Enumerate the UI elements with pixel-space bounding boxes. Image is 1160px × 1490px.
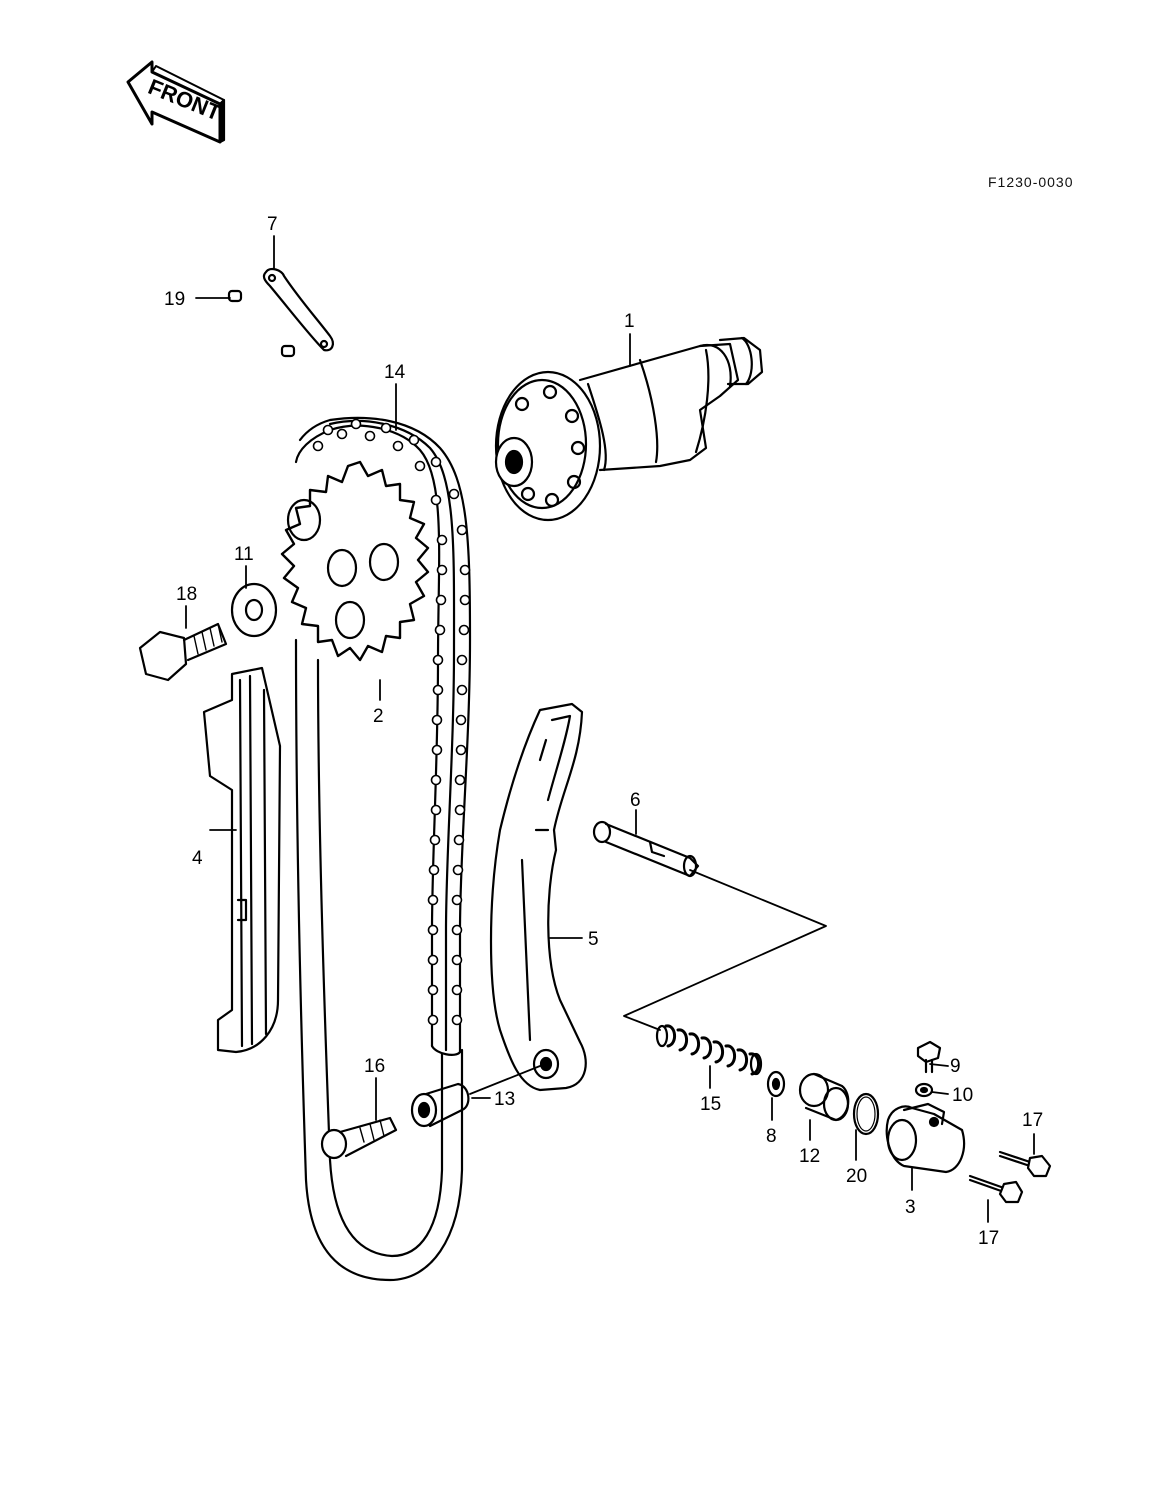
callout-9: 9 (950, 1056, 961, 1077)
callout-14: 14 (384, 362, 406, 383)
callout-13: 13 (494, 1089, 515, 1110)
bolt-part-16 (320, 1116, 398, 1160)
assembly-line (623, 869, 827, 1031)
washer-part-8 (766, 1070, 786, 1098)
tensioner-body-part-3 (885, 1102, 966, 1174)
bolt-part-18 (138, 622, 228, 682)
o-ring-part-20 (852, 1092, 880, 1136)
washer-part-10 (914, 1082, 934, 1098)
collar-part-13 (410, 1082, 470, 1128)
chain-lower-loop (294, 638, 464, 1282)
callout-1: 1 (624, 311, 635, 332)
callout-7: 7 (267, 214, 278, 235)
callout-8: 8 (766, 1126, 777, 1147)
callout-16: 16 (364, 1056, 385, 1077)
assembly-line-collar (469, 1065, 541, 1095)
plunger-part-12 (798, 1072, 850, 1122)
callout-6: 6 (630, 790, 641, 811)
callout-3: 3 (905, 1197, 916, 1218)
pin-part-6 (592, 820, 700, 878)
bracket-part-7 (227, 267, 334, 358)
cam-chain-part-14 (294, 416, 472, 1056)
chain-guide-part-4 (202, 666, 282, 1054)
callout-2: 2 (373, 706, 384, 727)
spring-part-15 (655, 1024, 763, 1076)
front-arrow-icon: FRONT (126, 60, 226, 144)
callout-4: 4 (192, 848, 203, 869)
bolt-part-17-lower (968, 1174, 1024, 1204)
leader-lines (185, 235, 1035, 1223)
callout-17-upper: 17 (1022, 1110, 1043, 1131)
callout-12: 12 (799, 1146, 820, 1167)
bolt-part-17-upper (998, 1150, 1052, 1178)
callout-20: 20 (846, 1166, 867, 1187)
callout-15: 15 (700, 1094, 721, 1115)
callout-19: 19 (164, 289, 185, 310)
cam-sprocket-part-2 (280, 460, 430, 662)
diagram-code: F1230-0030 (988, 174, 1074, 190)
callout-10: 10 (952, 1085, 973, 1106)
callout-11: 11 (234, 544, 254, 565)
bolt-part-9 (916, 1040, 942, 1074)
tensioner-arm-part-5 (489, 702, 587, 1092)
washer-part-11 (230, 582, 278, 638)
camshaft-part-1 (494, 336, 764, 522)
callout-18: 18 (176, 584, 197, 605)
callout-labels: 1 2 3 4 5 6 7 8 9 10 11 12 13 14 15 16 1… (164, 214, 1043, 1249)
callout-5: 5 (588, 929, 599, 950)
callout-17-lower: 17 (978, 1228, 999, 1249)
